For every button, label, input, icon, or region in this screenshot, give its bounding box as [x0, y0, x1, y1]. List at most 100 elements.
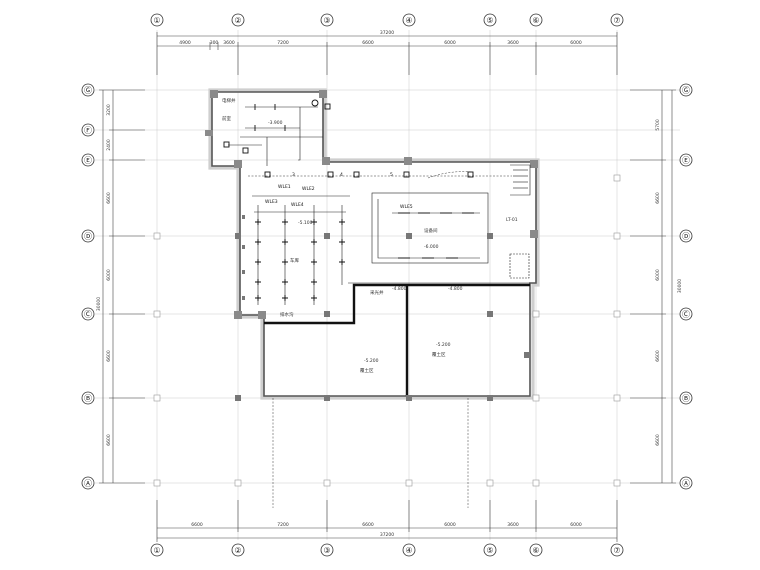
axis-bubble-7: ⑦ — [610, 13, 624, 27]
axis-bubble-5-bottom: ⑤ — [483, 543, 497, 557]
room-label-upper-2: 前室 — [222, 115, 231, 122]
dim-bottom-2: 7200 — [277, 522, 289, 528]
axis-bubble-2: ② — [231, 13, 245, 27]
circuit-wle3: WLE3 — [265, 199, 278, 205]
axis-label: Ⓒ — [682, 310, 690, 319]
dim-top-1: 4900 — [179, 40, 191, 46]
elevation-right: -6.000 — [424, 244, 439, 250]
columns — [153, 174, 621, 487]
circuit-wle1: WLE1 — [278, 184, 291, 190]
elevation-upper: -3.900 — [268, 120, 283, 126]
top-axis-bubbles: ① ② ③ ④ ⑤ ⑥ ⑦ — [150, 13, 624, 27]
stair-box — [509, 253, 530, 279]
axis-label: ② — [234, 16, 241, 25]
axis-bubble-B-left: Ⓑ — [81, 391, 95, 405]
axis-label: ⑤ — [486, 16, 493, 25]
strip-label: 采光井 — [370, 289, 384, 296]
dim-top-7: 3600 — [507, 40, 519, 46]
partition-walls — [264, 283, 530, 396]
dim-top-4: 7200 — [277, 40, 289, 46]
dim-bottom-1: 6600 — [191, 522, 203, 528]
room-label-bottom-left: 覆土区 — [360, 367, 374, 374]
axis-bubble-3-bottom: ③ — [320, 543, 334, 557]
axis-bubble-A-right: Ⓐ — [679, 476, 693, 490]
axis-label: Ⓖ — [682, 86, 690, 95]
axis-label: Ⓐ — [682, 479, 690, 488]
axis-label: ⑦ — [613, 546, 620, 555]
axis-label: Ⓒ — [84, 310, 92, 319]
strip-elevation-2: -4.800 — [448, 286, 463, 292]
room-label-right: 设备间 — [424, 227, 438, 234]
top-dimensions: 37200 4900 300 3600 7200 6600 6000 3600 … — [156, 30, 618, 75]
axis-bubble-C-right: Ⓒ — [679, 307, 693, 321]
axis-bubble-E-left: Ⓔ — [81, 153, 95, 167]
axis-label: ⑤ — [486, 546, 493, 555]
axis-label: ③ — [323, 16, 330, 25]
axis-label: ⑥ — [532, 16, 539, 25]
axis-bubble-G-right: Ⓖ — [679, 83, 693, 97]
axis-label: ⑥ — [532, 546, 539, 555]
dim-bottom-3: 6600 — [362, 522, 374, 528]
dim-left-total: 30000 — [96, 297, 102, 311]
bottom-axis-bubbles: ① ② ③ ④ ⑤ ⑥ ⑦ — [150, 543, 624, 557]
dim-right-1: 5700 — [655, 119, 661, 131]
dim-left-1: 3200 — [106, 104, 112, 116]
dim-bottom-total: 37200 — [380, 532, 394, 538]
dim-left-6: 6600 — [106, 434, 112, 446]
circuit-num-1: 3 — [292, 172, 295, 178]
right-dimensions: 5700 6600 6000 6600 6600 30000 — [630, 89, 683, 484]
axis-label: Ⓔ — [84, 156, 92, 165]
room-label-main: 车库 — [290, 257, 299, 264]
axis-bubble-G-left: Ⓖ — [81, 83, 95, 97]
dim-top-3: 3600 — [223, 40, 235, 46]
circuit-num-2: 4 — [340, 172, 343, 178]
axis-bubble-5: ⑤ — [483, 13, 497, 27]
axis-label: ③ — [323, 546, 330, 555]
axis-bubble-1-bottom: ① — [150, 543, 164, 557]
axis-label: Ⓑ — [682, 394, 690, 403]
axis-label: Ⓓ — [84, 232, 92, 241]
room-label-upper-1: 电梯井 — [222, 97, 236, 104]
light-fixtures — [223, 103, 474, 301]
axis-label: ④ — [405, 16, 412, 25]
axis-bubble-A-left: Ⓐ — [81, 476, 95, 490]
axis-bubble-4-bottom: ④ — [402, 543, 416, 557]
interior-partitions — [240, 136, 531, 284]
axis-bubble-F-left: Ⓕ — [81, 123, 95, 137]
circuit-wle5: WLE5 — [400, 204, 413, 210]
dim-right-2: 6600 — [655, 192, 661, 204]
dim-top-8: 6000 — [570, 40, 582, 46]
circuit-labels: WLE1 WLE2 WLE3 WLE4 WLE5 3 4 5 — [265, 172, 413, 210]
axis-bubble-1: ① — [150, 13, 164, 27]
elevation-main: -5.100 — [298, 220, 313, 226]
axis-label: Ⓔ — [682, 156, 690, 165]
room-label-bottom-right: 覆土区 — [432, 351, 446, 358]
dim-left-2: 2400 — [106, 139, 112, 151]
equipment-room-outline — [371, 192, 489, 264]
axis-label: Ⓕ — [84, 126, 92, 135]
axis-label: ⑦ — [613, 16, 620, 25]
dim-top-2: 300 — [210, 40, 219, 46]
dim-bottom-4: 6000 — [444, 522, 456, 528]
axis-bubble-7-bottom: ⑦ — [610, 543, 624, 557]
axis-bubble-C-left: Ⓒ — [81, 307, 95, 321]
axis-bubble-6: ⑥ — [529, 13, 543, 27]
dim-bottom-6: 6000 — [570, 522, 582, 528]
corridor-label: 排水沟 — [280, 311, 294, 318]
dim-top-6: 6000 — [444, 40, 456, 46]
elevation-bottom-right: -5.200 — [436, 342, 451, 348]
dim-left-4: 6000 — [106, 269, 112, 281]
axis-bubble-3: ③ — [320, 13, 334, 27]
axis-label: Ⓑ — [84, 394, 92, 403]
dim-top-total: 37200 — [380, 30, 394, 36]
circuit-num-3: 5 — [390, 172, 393, 178]
room-labels: 电梯井 前室 -3.900 车库 -5.100 设备间 -6.000 LT-01… — [222, 97, 518, 374]
axis-label: ② — [234, 546, 241, 555]
axis-bubble-D-left: Ⓓ — [81, 229, 95, 243]
dim-top-5: 6600 — [362, 40, 374, 46]
dim-right-4: 6600 — [655, 350, 661, 362]
axis-bubble-D-right: Ⓓ — [679, 229, 693, 243]
dim-right-5: 6600 — [655, 434, 661, 446]
dim-left-3: 6600 — [106, 192, 112, 204]
elevation-bottom-left: -5.200 — [364, 358, 379, 364]
